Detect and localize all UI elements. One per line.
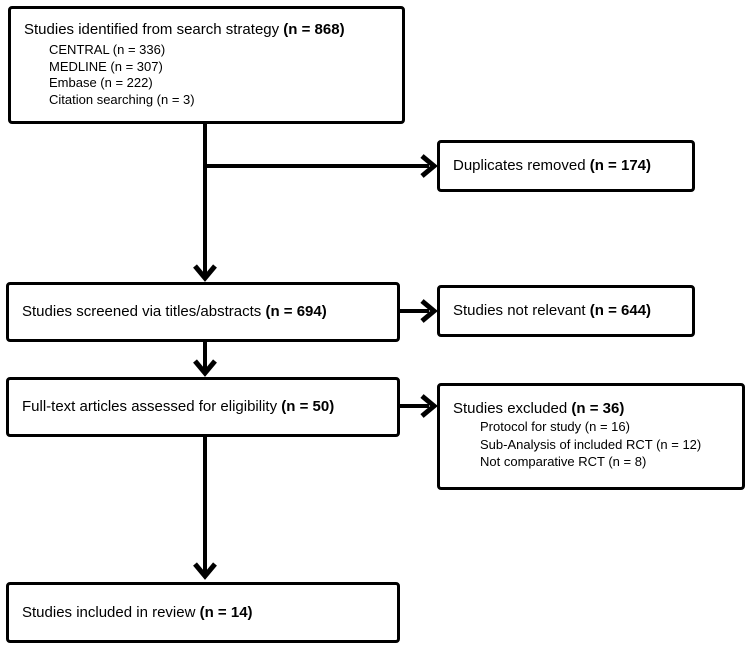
studies-identified-count: (n = 868) (283, 21, 345, 38)
arrow-screened-to-notrelevant (400, 299, 438, 323)
arrow-screened-to-fulltext (193, 342, 217, 377)
arrow-fulltext-to-included (193, 437, 217, 580)
studies-excluded-count: (n = 36) (571, 400, 625, 417)
arrow-fulltext-to-excluded (400, 394, 438, 418)
source-citation-searching: Citation searching (n = 3) (49, 91, 195, 107)
arrow-identified-to-screened (193, 124, 217, 282)
source-embase: Embase (n = 222) (49, 75, 153, 90)
studies-identified-title: Studies identified from search strategy … (24, 21, 345, 38)
box-studies-not-relevant: Studies not relevant (n = 644) (437, 285, 695, 337)
box-studies-included: Studies included in review (n = 14) (6, 582, 400, 643)
box-fulltext-assessed: Full-text articles assessed for eligibil… (6, 377, 400, 437)
studies-not-relevant-title: Studies not relevant (n = 644) (453, 302, 652, 319)
source-medline: MEDLINE (n = 307) (49, 58, 163, 74)
box-studies-identified: Studies identified from search strategy … (8, 6, 405, 124)
duplicates-removed-count: (n = 174) (589, 157, 652, 174)
studies-excluded-title: Studies excluded (n = 36) (453, 400, 625, 417)
studies-screened-title: Studies screened via titles/abstracts (n… (22, 303, 327, 320)
fulltext-assessed-count: (n = 50) (281, 398, 335, 415)
studies-included-title: Studies included in review (n = 14) (22, 603, 253, 621)
duplicates-removed-title: Duplicates removed (n = 174) (453, 157, 652, 174)
exclusion-reason-subanalysis: Sub-Analysis of included RCT (n = 12) (480, 436, 702, 452)
studies-not-relevant-count: (n = 644) (589, 302, 652, 319)
exclusion-reason-protocol: Protocol for study (n = 16) (480, 419, 630, 434)
source-central: CENTRAL (n = 336) (49, 42, 166, 57)
studies-included-count: (n = 14) (199, 603, 253, 621)
arrow-branch-to-duplicates (203, 154, 438, 178)
box-duplicates-removed: Duplicates removed (n = 174) (437, 140, 695, 192)
exclusion-reason-not-comparative: Not comparative RCT (n = 8) (480, 454, 647, 469)
box-studies-excluded: Studies excluded (n = 36) Protocol for s… (437, 383, 745, 490)
studies-screened-count: (n = 694) (265, 303, 327, 320)
fulltext-assessed-title: Full-text articles assessed for eligibil… (22, 398, 335, 415)
box-studies-screened: Studies screened via titles/abstracts (n… (6, 282, 400, 342)
